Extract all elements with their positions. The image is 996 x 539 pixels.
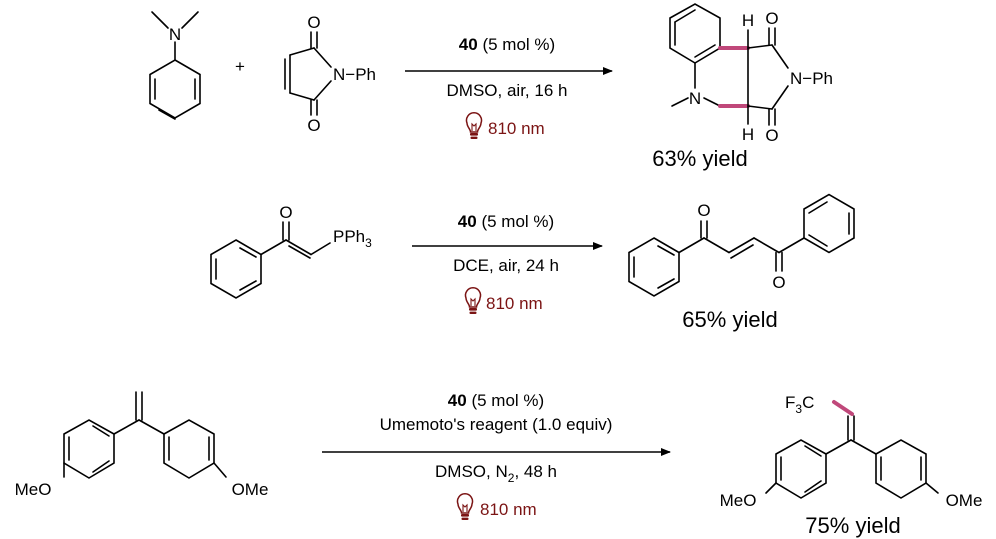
atom-PPh3: PPh3 xyxy=(333,227,372,250)
f-subscript: 3 xyxy=(795,402,802,416)
plus-sign: + xyxy=(235,57,245,76)
conditions-2-line1: 40 (5 mol %) xyxy=(458,212,554,231)
methoxy-right: OMe xyxy=(232,480,269,499)
lightbulb-icon xyxy=(456,493,474,521)
catalyst-loading: (5 mol %) xyxy=(467,391,544,410)
atom-N-ring: N xyxy=(689,89,701,108)
solvent-text: DMSO, N xyxy=(435,462,508,481)
atom-O-bottom-product: O xyxy=(765,126,778,145)
methoxy-right-product: OMe xyxy=(946,491,983,510)
atom-H-bottom: H xyxy=(742,125,754,144)
diarylethylene: MeO OMe xyxy=(15,391,269,499)
conditions-3-line3: DMSO, N2, 48 h xyxy=(435,462,557,485)
lightbulb-icon xyxy=(465,112,483,140)
wavelength-2: 810 nm xyxy=(486,294,543,313)
lightbulb-icon xyxy=(464,287,482,315)
conditions-2-line2: DCE, air, 24 h xyxy=(453,256,559,275)
catalyst-label: 40 xyxy=(458,212,477,231)
c-label: C xyxy=(802,393,814,412)
f-label: F xyxy=(785,393,795,412)
yield-2: 65% yield xyxy=(682,307,777,332)
conditions-1-line1: 40 (5 mol %) xyxy=(459,35,555,54)
n-phenylmaleimide: O O N−Ph xyxy=(284,13,376,135)
wavelength-3: 810 nm xyxy=(480,500,537,519)
atom-O-top-product: O xyxy=(765,9,778,28)
catalyst-loading: (5 mol %) xyxy=(478,35,555,54)
yield-1: 63% yield xyxy=(652,146,747,171)
trifluoromethyl-label: F3C xyxy=(785,393,814,416)
methoxy-left-product: MeO xyxy=(720,491,757,510)
methoxy-left: MeO xyxy=(15,480,52,499)
enedione-product: O O xyxy=(628,193,855,297)
atom-O-product-b: O xyxy=(772,273,785,292)
atom-O-top: O xyxy=(307,13,320,32)
conditions-3-line1: 40 (5 mol %) xyxy=(448,391,544,410)
atom-O-ylide: O xyxy=(279,203,292,222)
catalyst-label: 40 xyxy=(459,35,478,54)
reaction-1: N + O O N−Ph 40 (5 mol %) DMSO, air, 16 … xyxy=(149,3,833,171)
atom-H-top: H xyxy=(742,11,754,30)
dimethylaniline: N xyxy=(149,11,201,120)
reaction-2: O PPh3 40 (5 mol %) DCE, air, 24 h 810 n… xyxy=(210,193,855,332)
conditions-3-reagent: Umemoto's reagent (1.0 equiv) xyxy=(380,415,613,434)
conditions-1-line2: DMSO, air, 16 h xyxy=(447,81,568,100)
trifluoromethyl-product: F3C MeO OMe xyxy=(720,393,983,510)
pph-label: PPh xyxy=(333,227,365,246)
atom-N: N xyxy=(169,25,181,44)
pph-subscript: 3 xyxy=(365,236,372,250)
atom-N-Ph-product: N−Ph xyxy=(790,69,833,88)
catalyst-loading: (5 mol %) xyxy=(477,212,554,231)
yield-3: 75% yield xyxy=(805,513,900,538)
atom-N-Ph: N−Ph xyxy=(333,65,376,84)
phosphorus-ylide: O PPh3 xyxy=(210,203,372,299)
reaction-3: MeO OMe 40 (5 mol %) Umemoto's reagent (… xyxy=(15,391,983,538)
catalyst-label: 40 xyxy=(448,391,467,410)
time-text: , 48 h xyxy=(514,462,557,481)
atom-O-product-a: O xyxy=(697,201,710,220)
atom-O-bottom: O xyxy=(307,116,320,135)
tetrahydroquinoline-product: N H H O O N−Ph xyxy=(669,3,833,145)
wavelength-1: 810 nm xyxy=(488,119,545,138)
n2-subscript: 2 xyxy=(508,471,515,485)
